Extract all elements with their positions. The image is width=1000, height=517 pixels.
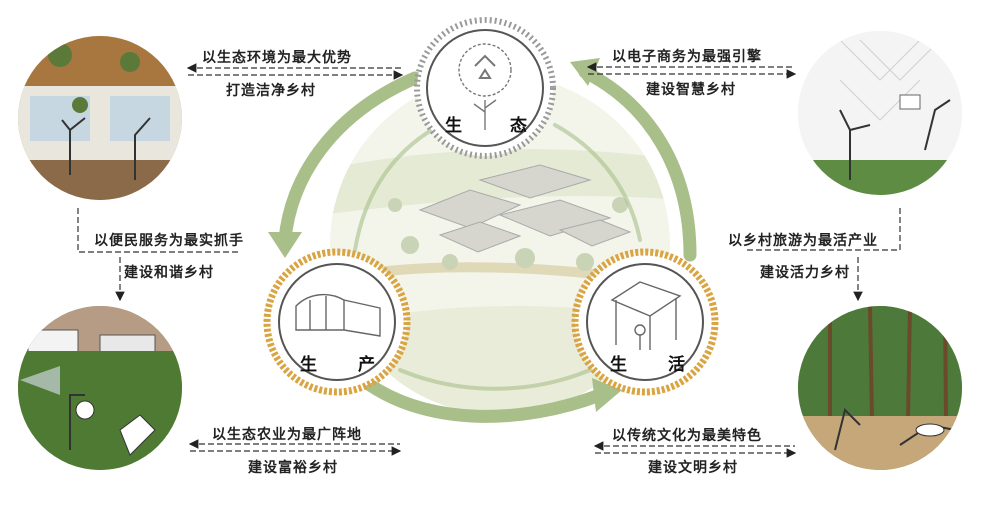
hub-ecology (414, 17, 556, 159)
caption-bottom-left-line1: 以生态农业为最广阵地 (212, 427, 362, 443)
connector-mid-right-down (745, 208, 901, 251)
arrow-living-to-production-inner (398, 368, 592, 391)
eco-tree-icon (458, 43, 512, 130)
hub-living (571, 248, 719, 396)
arrowhead-to-production (268, 232, 302, 258)
arrow-ecology-to-living-inner (553, 123, 642, 242)
caption-bottom-right-line1: 以传统文化为最美特色 (612, 428, 762, 444)
caption-top-right-line2: 建设智慧乡村 (646, 82, 736, 98)
hub-production (263, 248, 411, 396)
hub-ecology-char2: 态 (510, 116, 527, 136)
arrow-living-to-ecology (578, 65, 697, 262)
caption-bottom-left-line2: 建设富裕乡村 (248, 460, 338, 476)
caption-mid-right-line1: 以乡村旅游为最活产业 (728, 233, 878, 249)
greenhouse-icon (295, 293, 381, 337)
arrowhead-to-living (592, 378, 622, 412)
hub-production-char1: 生 (300, 355, 317, 375)
caption-mid-right-line2: 建设活力乡村 (760, 265, 850, 281)
cycle-arrows (278, 65, 697, 423)
hub-living-char2: 活 (668, 355, 685, 375)
caption-top-left-line2: 打造洁净乡村 (226, 83, 316, 99)
hub-production-char2: 产 (358, 355, 375, 375)
arrow-production-to-ecology-inner (353, 123, 442, 252)
caption-mid-left-line1: 以便民服务为最实抓手 (94, 233, 244, 249)
caption-top-left-line1: 以生态环境为最大优势 (202, 50, 352, 66)
caption-top-right-line1: 以电子商务为最强引擎 (612, 49, 762, 65)
photo-rich-village (18, 306, 182, 470)
caption-mid-left-line2: 建设和谐乡村 (124, 265, 214, 281)
arrow-ecology-to-production (278, 71, 422, 247)
photo-clean-village (18, 36, 182, 200)
hub-ecology-char1: 生 (445, 116, 462, 136)
photo-civilized-village (798, 306, 962, 470)
caption-bottom-right-line2: 建设文明乡村 (648, 460, 738, 476)
hub-living-char1: 生 (610, 355, 627, 375)
connector-lines (77, 62, 901, 458)
connector-mid-left-down (77, 208, 240, 253)
pavilion-icon (610, 281, 682, 350)
arrow-production-to-living (363, 378, 607, 423)
photo-smart-village (798, 31, 962, 195)
